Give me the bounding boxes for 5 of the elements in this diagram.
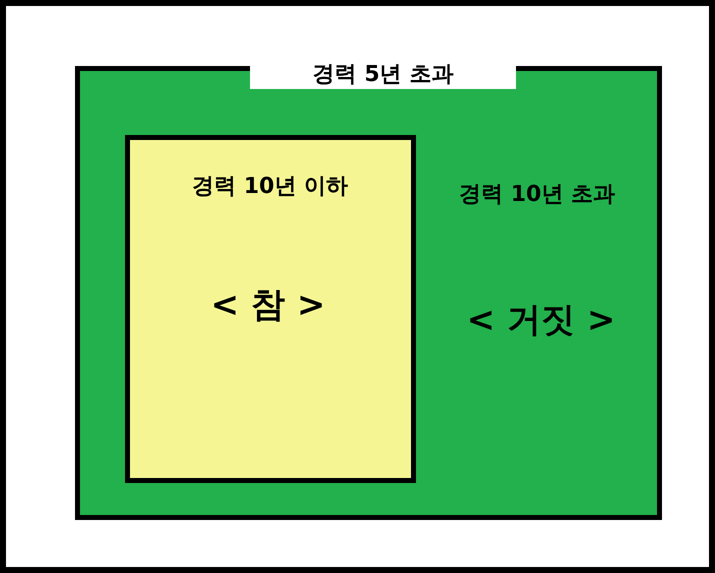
region-heading: 경력 10년 이하 — [192, 173, 348, 201]
inner-region-box — [125, 135, 416, 483]
result-label: < 참 > — [210, 284, 326, 327]
result-label: < 거짓 > — [466, 299, 616, 342]
region-heading: 경력 10년 초과 — [459, 181, 615, 209]
